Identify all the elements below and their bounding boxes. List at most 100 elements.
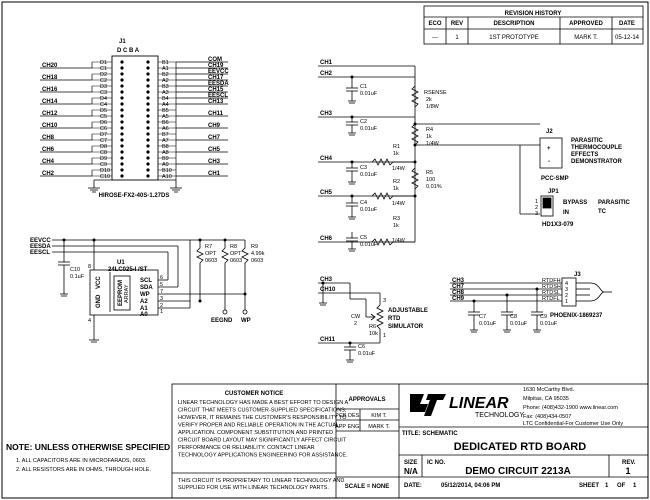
j1-net-ch4: CH4 xyxy=(42,159,55,165)
j1-contact xyxy=(120,108,124,112)
j1-net-ch10: CH10 xyxy=(42,123,58,129)
r3-power: 1/4W xyxy=(392,238,406,244)
j3-net-ch9: CH9 xyxy=(452,296,465,302)
j2-connector xyxy=(539,137,563,169)
logo-technology: TECHNOLOGY xyxy=(475,412,524,419)
size-value: N/A xyxy=(404,467,418,476)
j3-wires xyxy=(450,277,612,333)
j1-pin-d2: D2 xyxy=(100,72,107,78)
c1-value: 0.01uF xyxy=(360,91,378,97)
j1-left-pins: D1C1D2C2D3C3D4C4D5C5D6C6D7C7D8C8D9C9D10C… xyxy=(40,60,124,180)
c2-value: 0.01uF xyxy=(360,126,378,132)
c3-designator: C3 xyxy=(360,165,367,171)
circuit-name: DEMO CIRCUIT 2213A xyxy=(465,466,571,477)
notice-line: PERFORMANCE OR RELIABILITY. CONTACT LINE… xyxy=(178,445,315,451)
j1-contact xyxy=(146,96,150,100)
j1-pin-c5: C5 xyxy=(100,114,107,120)
sheet-label: SHEET xyxy=(579,483,599,489)
j3-net-ch3: CH3 xyxy=(452,278,465,284)
jp1-jumper xyxy=(540,195,554,217)
j1-net-ch19: CH19 xyxy=(208,63,224,69)
u1-pin-wp: WP xyxy=(140,292,150,298)
u1-pin-number: 7 xyxy=(160,289,163,295)
c8-value: 0.01uF xyxy=(510,321,528,327)
j2-plus: + xyxy=(547,146,551,152)
address-line-2: Milpitas, CA 95035 xyxy=(523,396,569,402)
j1-net-ch7: CH7 xyxy=(208,135,221,141)
r9-designator: R9 xyxy=(251,244,258,250)
c3-value: 0.01uF xyxy=(360,172,378,178)
j3-net-ch7: CH7 xyxy=(452,284,465,290)
j1-net-ch3: CH3 xyxy=(208,159,221,165)
net-eesda: EESDA xyxy=(30,244,51,250)
r6-pin-2: 2 xyxy=(354,321,357,327)
u1-pin-a0: A0 xyxy=(140,312,148,318)
u1-pin-8: 8 xyxy=(88,264,91,270)
c7-designator: C7 xyxy=(479,314,486,320)
note-2: 2. ALL RESISTORS ARE IN OHMS, THROUGH HO… xyxy=(16,467,151,473)
c4-designator: C4 xyxy=(360,200,367,206)
jp1-parasitic: PARASITIC xyxy=(598,200,631,206)
r6-cw: CW xyxy=(351,314,361,320)
address-line-3: Phone: (408)432-1900 www.linear.com xyxy=(523,405,618,411)
j1-contact xyxy=(120,174,124,178)
j1-pin-b8: B8 xyxy=(162,144,169,150)
r1-designator: R1 xyxy=(393,144,400,150)
rtd-net-ch5: CH5 xyxy=(320,190,333,196)
j3-part: PHOENIX-1869237 xyxy=(550,313,603,319)
adjustable-rtd-dots xyxy=(321,281,352,345)
u1-designator: U1 xyxy=(117,260,125,266)
rev-eco: --- xyxy=(432,35,438,41)
j1-net-ch18: CH18 xyxy=(42,75,58,81)
approval-pcb-name: KIM T. xyxy=(371,413,387,419)
j1-contact xyxy=(146,120,150,124)
rsense-designator: RSENSE xyxy=(424,90,447,96)
j1-contact xyxy=(146,66,150,70)
jp1-pin-3: 3 xyxy=(535,211,538,217)
net-eevcc: EEVCC xyxy=(30,238,51,244)
c10-value: 0.1uF xyxy=(70,274,85,280)
j1-contact xyxy=(120,84,124,88)
r4-power: 1/4W xyxy=(426,141,440,147)
j1-pin-b1: B1 xyxy=(162,60,169,66)
j1-contact xyxy=(146,168,150,172)
jp1-pin-1: 1 xyxy=(535,199,538,205)
c5-value: 0.01uF xyxy=(360,242,378,248)
j1-contact xyxy=(120,90,124,94)
j1-pin-a5: A5 xyxy=(162,114,169,120)
j1-pin-a7: A7 xyxy=(162,138,169,144)
j1-contact xyxy=(146,114,150,118)
j1-net-ch14: CH14 xyxy=(42,99,58,105)
c1-designator: C1 xyxy=(360,84,367,90)
j2-designator: J2 xyxy=(546,129,553,135)
eeprom-dots xyxy=(62,238,247,303)
notice-line: LINEAR TECHNOLOGY HAS MADE A BEST EFFORT… xyxy=(178,400,348,406)
j1-pin-b5: B5 xyxy=(162,108,169,114)
sheet-value: 1 xyxy=(605,483,609,489)
revision-history xyxy=(423,5,644,45)
linear-technology-logo: LINEAR TECHNOLOGY xyxy=(410,394,524,419)
rtd-net-ch3: CH3 xyxy=(320,111,333,117)
j1-net-ch11: CH11 xyxy=(208,111,224,117)
wp-label: WP xyxy=(241,318,251,324)
adj-desc-1: ADJUSTABLE xyxy=(388,308,428,314)
j1-pin-d5: D5 xyxy=(100,108,107,114)
customer-notice-title: CUSTOMER NOTICE xyxy=(225,391,284,397)
u1-pin-number: 3 xyxy=(160,296,163,302)
u1-part: 24LC025-I /ST xyxy=(108,267,148,273)
adj-net-ch11: CH11 xyxy=(320,337,336,343)
jp1-tc: TC xyxy=(598,209,607,215)
j1-contact xyxy=(146,150,150,154)
j1-pin-d7: D7 xyxy=(100,132,107,138)
j1-net-ch9: CH9 xyxy=(208,123,221,129)
r4-value: 1k xyxy=(426,134,432,140)
j1-pin-b3: B3 xyxy=(162,84,169,90)
j1-pin-b9: B9 xyxy=(162,156,169,162)
r9-package: 0603 xyxy=(251,258,263,264)
address-line-5: LTC Confidential-For Customer Use Only xyxy=(523,421,623,427)
board-title: DEDICATED RTD BOARD xyxy=(454,441,586,453)
notice-line: CIRCUIT BOARD LAYOUT MAY SIGNIFICANTLY A… xyxy=(178,438,347,444)
j1-part-number: HIROSE-FX2-40S-1.27DS xyxy=(99,193,170,199)
